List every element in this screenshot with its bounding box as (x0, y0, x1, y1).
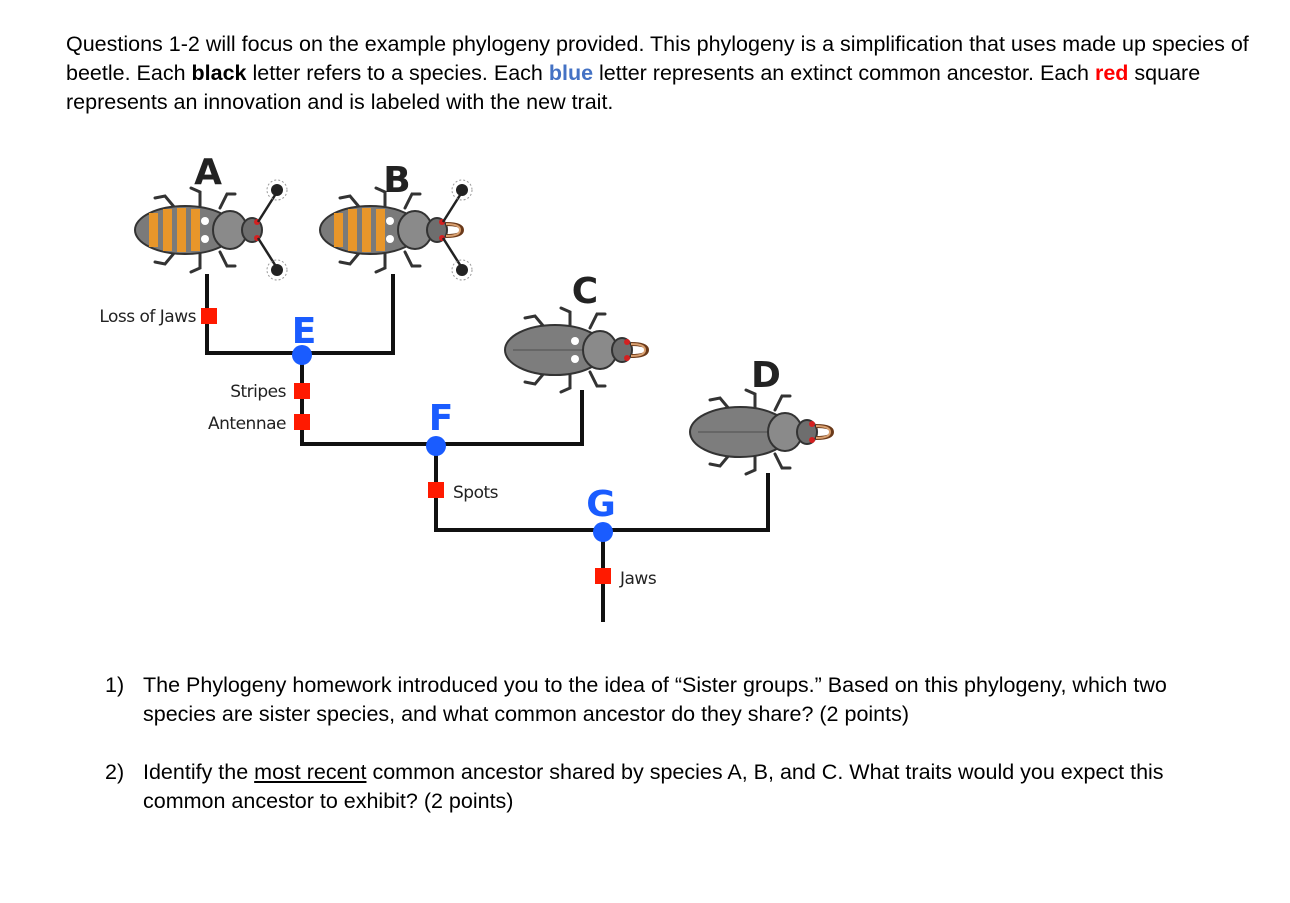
trait-label-loss-of-jaws: Loss of Jaws (99, 307, 196, 327)
intro-text-2: letter refers to a species. Each (246, 61, 549, 85)
trait-label-antennae: Antennae (208, 414, 286, 434)
innovation-stripes (294, 383, 310, 399)
species-label-d: D (751, 355, 781, 396)
question-1: 1) The Phylogeny homework introduced you… (105, 671, 1225, 729)
ancestor-node-e (292, 345, 312, 365)
ancestor-label-g: G (586, 484, 616, 525)
question-number: 2) (105, 760, 125, 784)
innovation-loss-of-jaws (201, 308, 217, 324)
beetle-d-image (688, 388, 834, 476)
question-2: 2) Identify the most recent common ances… (105, 758, 1225, 816)
trait-label-stripes: Stripes (230, 382, 286, 402)
intro-text-4: square represents an innovation and is l… (66, 61, 1201, 114)
intro-text-1: Questions 1-2 will focus on the example … (66, 32, 1249, 85)
intro-paragraph: Questions 1-2 will focus on the example … (66, 30, 1266, 117)
ancestor-node-f (426, 436, 446, 456)
trait-label-jaws: Jaws (619, 569, 657, 589)
innovation-spots (428, 482, 444, 498)
ancestor-node-g (593, 522, 613, 542)
ancestor-label-f: F (429, 398, 454, 439)
beetle-c-image (503, 306, 649, 394)
beetle-a-image (133, 178, 289, 282)
question-text-post: common ancestor shared by species A, B, … (143, 760, 1164, 813)
question-text: Identify the most recent common ancestor… (143, 758, 1225, 816)
intro-text-3: letter represents an extinct common ance… (593, 61, 1095, 85)
trait-label-spots: Spots (453, 483, 499, 503)
species-label-c: C (572, 271, 598, 312)
ancestor-label-e: E (292, 311, 317, 352)
innovation-jaws (595, 568, 611, 584)
question-text-pre: Identify the (143, 760, 255, 784)
keyword-black: black (191, 61, 247, 85)
keyword-blue: blue (548, 61, 594, 85)
species-label-a: A (194, 152, 222, 193)
species-label-b: B (383, 160, 410, 201)
keyword-red: red (1094, 61, 1129, 85)
question-list: 1) The Phylogeny homework introduced you… (105, 671, 1225, 845)
question-number: 1) (105, 673, 125, 697)
innovation-antennae (294, 414, 310, 430)
question-text: The Phylogeny homework introduced you to… (143, 673, 1167, 726)
underlined-phrase: most recent (254, 760, 367, 784)
